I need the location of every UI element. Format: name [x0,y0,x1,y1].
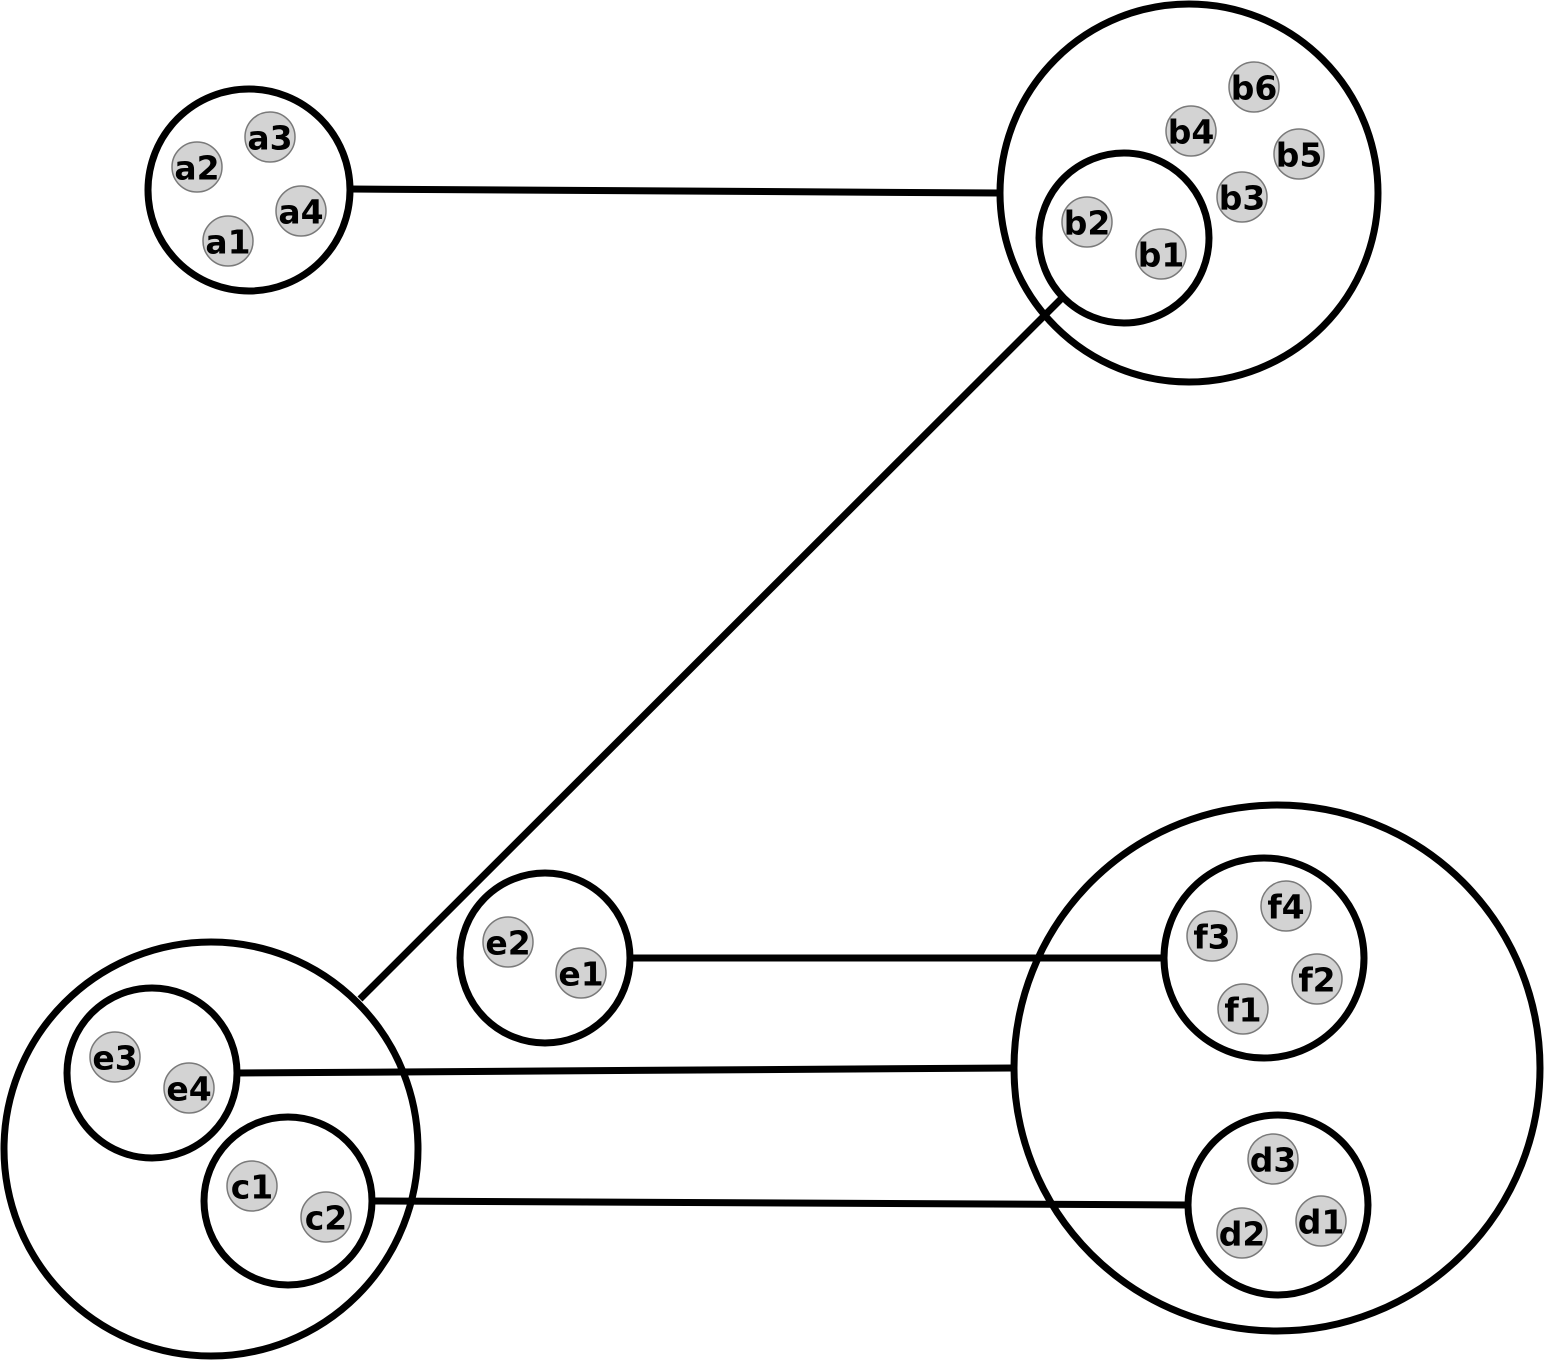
node-label: d2 [1219,1215,1266,1254]
group-e-mid [456,869,634,1047]
node-b3: b3 [1216,171,1268,223]
group-b [996,0,1382,386]
node-b6: b6 [1228,61,1280,113]
node-label: e4 [166,1070,211,1109]
node-label: b2 [1064,204,1111,243]
node-d3: d3 [1247,1133,1299,1185]
node-label: a3 [247,119,292,158]
node-label: a1 [205,223,250,262]
node-label: e3 [92,1039,137,1078]
node-label: e2 [485,924,530,963]
group-b-inner [1035,149,1213,327]
edge-b-inner-e-outer [357,295,1065,1002]
node-label: d1 [1298,1203,1345,1242]
node-circle [1247,1133,1299,1185]
node-circle [300,1191,352,1243]
edges-layer [236,185,1189,1209]
node-label: f3 [1193,918,1230,957]
node-circle [244,111,296,163]
node-label: b1 [1138,236,1185,275]
node-label: c2 [305,1199,348,1238]
node-circle [275,185,327,237]
node-circle [1295,1195,1347,1247]
node-label: c1 [231,1168,274,1207]
node-circle [171,141,223,193]
node-f3: f3 [1186,910,1238,962]
node-circle [1186,910,1238,962]
node-circle [202,215,254,267]
node-circle [89,1031,141,1083]
edge-c-d [372,1197,1189,1209]
node-circle [1135,228,1187,280]
node-label: b6 [1231,69,1278,108]
node-e1: e1 [555,947,607,999]
node-f2: f2 [1291,953,1343,1005]
node-circle [1273,128,1325,180]
node-circle [1217,983,1269,1035]
node-a4: a4 [275,185,327,237]
node-label: a2 [174,149,219,188]
node-e2: e2 [482,916,534,968]
node-circle [1216,171,1268,223]
node-label: e1 [558,955,603,994]
node-circle [163,1062,215,1114]
node-label: f1 [1224,991,1261,1030]
node-b2: b2 [1061,196,1113,248]
node-label: b4 [1168,113,1215,152]
node-c1: c1 [226,1160,278,1212]
group-e-inner [63,984,241,1162]
node-circle [1291,953,1343,1005]
group-df-outer [1010,801,1544,1335]
node-c2: c2 [300,1191,352,1243]
node-f1: f1 [1217,983,1269,1035]
node-label: b3 [1219,179,1266,218]
node-a2: a2 [171,141,223,193]
node-b4: b4 [1165,105,1217,157]
node-d2: d2 [1216,1207,1268,1259]
node-e4: e4 [163,1062,215,1114]
node-circle [1165,105,1217,157]
node-b5: b5 [1273,128,1325,180]
node-label: b5 [1276,136,1323,175]
edge-a-b [349,185,1000,197]
node-circle [1260,880,1312,932]
node-label: f4 [1267,888,1304,927]
node-circle [555,947,607,999]
node-f4: f4 [1260,880,1312,932]
node-label: a4 [278,193,323,232]
group-f [1160,854,1368,1062]
node-e3: e3 [89,1031,141,1083]
node-circle [1228,61,1280,113]
node-b1: b1 [1135,228,1187,280]
node-a1: a1 [202,215,254,267]
node-circle [226,1160,278,1212]
node-label: f2 [1298,961,1335,1000]
group-a [144,85,354,295]
node-circle [1216,1207,1268,1259]
node-label: d3 [1250,1141,1297,1180]
group-c [200,1113,376,1289]
edge-e-inner-df-outer [236,1064,1014,1077]
node-circle [482,916,534,968]
group-d [1184,1111,1372,1299]
node-circle [1061,196,1113,248]
node-d1: d1 [1295,1195,1347,1247]
group-e-outer [0,938,422,1360]
node-a3: a3 [244,111,296,163]
